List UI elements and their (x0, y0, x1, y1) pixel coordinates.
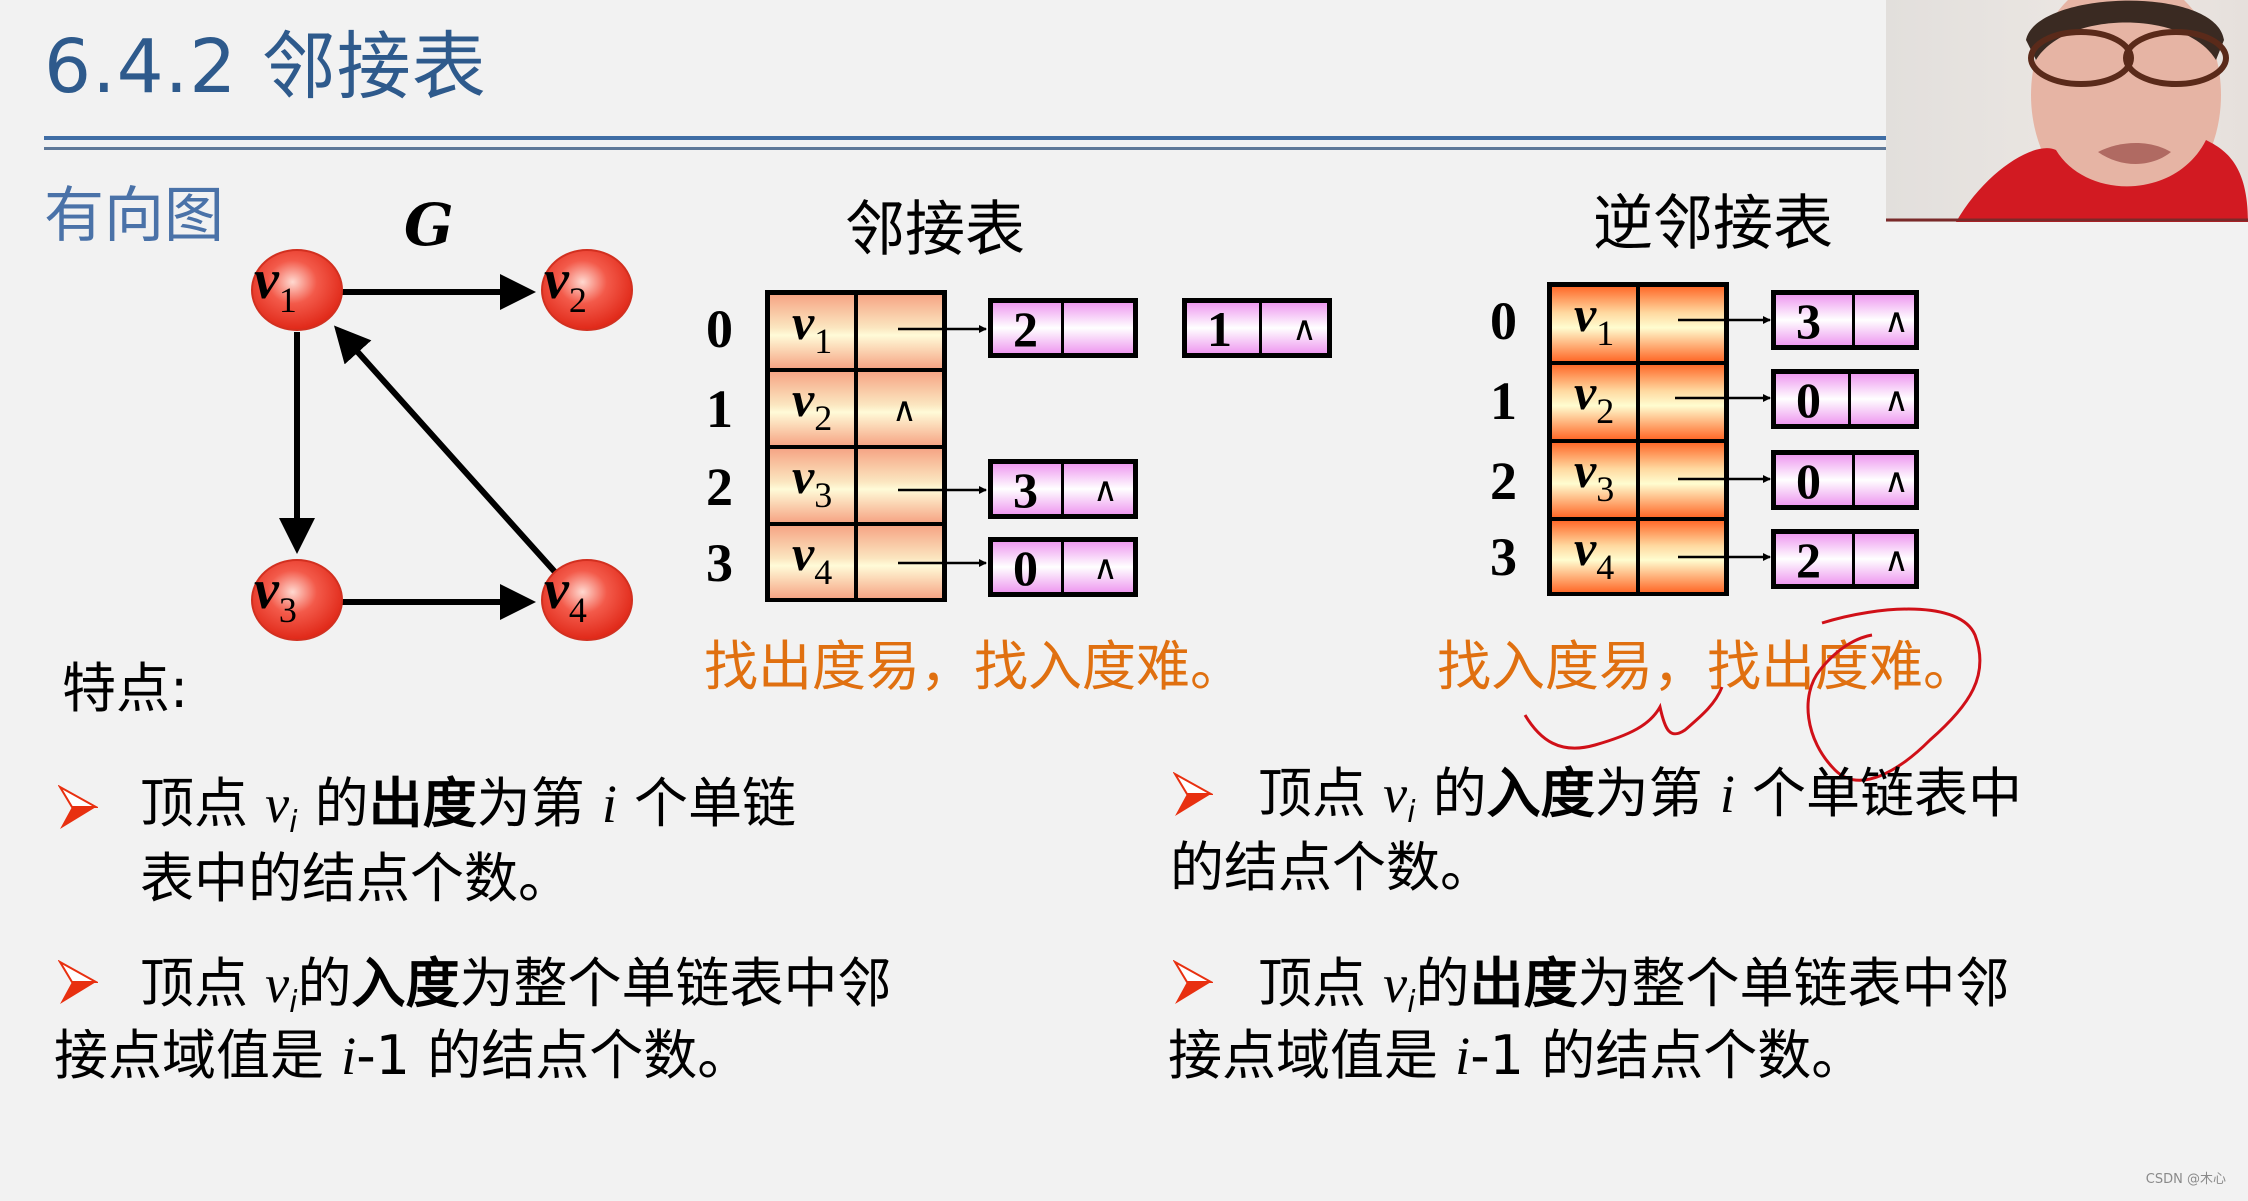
list-node: 1 ∧ (1182, 298, 1332, 358)
index-0: 0 (1490, 291, 1517, 351)
presenter-face-image (1886, 0, 2248, 222)
index-1: 1 (1490, 371, 1517, 431)
title-rule-top (44, 136, 1886, 140)
bullet-arrow-icon (58, 960, 98, 1004)
vertex-row: v3 (1552, 442, 1724, 521)
index-0: 0 (706, 299, 733, 359)
index-2: 2 (706, 457, 733, 517)
list-node: 0 ∧ (988, 537, 1138, 597)
null-pointer: ∧ (1884, 380, 1909, 420)
inverse-vertex-table: v1 v2 v3 v4 (1547, 282, 1729, 596)
circle-stroke (1806, 607, 1982, 782)
vertex-row: v2 (1552, 364, 1724, 443)
features-label: 特点: (62, 657, 189, 720)
bullet-arrow-icon (58, 785, 98, 829)
inverse-note: 找入度易，找出度难。 (1437, 635, 1977, 698)
null-pointer: ∧ (1884, 301, 1909, 341)
bullet-left-2: 顶点 vi的入度为整个单链表中邻 (140, 952, 892, 1020)
directed-graph (251, 249, 633, 641)
graph-node-label-v2: v2 (544, 249, 587, 320)
vertex-row: v1 (770, 294, 942, 372)
underline-stroke (1523, 686, 1724, 750)
null-pointer: ∧ (892, 390, 917, 430)
vertex-row: v2 ∧ (770, 371, 942, 449)
list-node: 0 ∧ (1771, 369, 1919, 429)
vertex-row: v3 (770, 448, 942, 526)
bullet-arrow-icon (1173, 772, 1213, 816)
null-pointer: ∧ (1292, 309, 1317, 349)
graph-node-label-v1: v1 (254, 249, 297, 320)
bullet-right-2-line2: 接点域值是 i-1 的结点个数。 (1168, 1024, 1866, 1087)
vertex-row: v1 (1552, 286, 1724, 365)
null-pointer: ∧ (1884, 540, 1909, 580)
bullet-arrow-icon (1173, 960, 1213, 1004)
slide-subtitle: 有向图 (44, 181, 224, 251)
inverse-pointers (1675, 316, 1771, 561)
graph-label: G (404, 191, 454, 259)
list-node: 3 ∧ (988, 459, 1138, 519)
bullet-right-1-line2: 的结点个数。 (1170, 836, 1494, 899)
graph-node-v2 (541, 249, 633, 331)
slide-title: 6.4.2 邻接表 (44, 24, 487, 110)
index-3: 3 (1490, 527, 1517, 587)
bullet-right-2: 顶点 vi的出度为整个单链表中邻 (1258, 952, 2010, 1020)
bullet-right-1: 顶点 vi 的入度为第 i 个单链表中 (1258, 762, 2023, 830)
title-rule-bottom (44, 147, 1886, 150)
bullet-left-1: 顶点 vi 的出度为第 i 个单链 表中的结点个数。 (140, 772, 797, 910)
list-node: 2 ∧ (1771, 529, 1919, 589)
bullet-left-2-line2: 接点域值是 i-1 的结点个数。 (54, 1024, 752, 1087)
edge-v4-v1 (333, 325, 558, 575)
graph-node-v1 (251, 249, 343, 331)
adjacency-list-heading: 邻接表 (845, 195, 1025, 265)
graph-node-label-v3: v3 (254, 559, 297, 630)
handwritten-annotation (1523, 607, 1982, 782)
null-pointer: ∧ (1093, 470, 1118, 510)
watermark: CSDN @木心 (2145, 1172, 2226, 1187)
adjacency-note: 找出度易，找入度难。 (704, 635, 1244, 698)
presenter-webcam (1886, 0, 2248, 222)
inverse-list-heading: 逆邻接表 (1593, 189, 1833, 259)
graph-node-label-v4: v4 (544, 559, 587, 630)
null-pointer: ∧ (1093, 548, 1118, 588)
index-3: 3 (706, 533, 733, 593)
index-1: 1 (706, 379, 733, 439)
graph-node-v4 (541, 559, 633, 641)
index-2: 2 (1490, 451, 1517, 511)
graph-node-v3 (251, 559, 343, 641)
list-node: 2 (988, 298, 1138, 358)
null-pointer: ∧ (1884, 461, 1909, 501)
list-node: 0 ∧ (1771, 450, 1919, 510)
list-node: 3 ∧ (1771, 290, 1919, 350)
